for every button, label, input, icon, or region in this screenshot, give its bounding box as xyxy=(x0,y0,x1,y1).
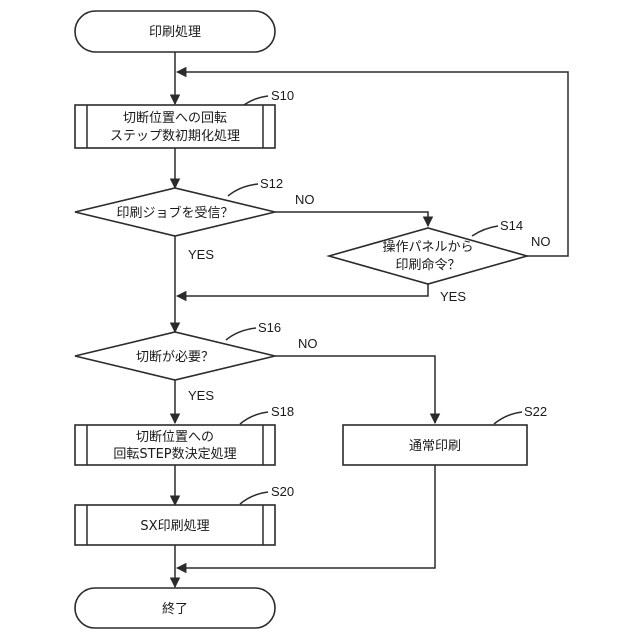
edge-label-s14-no: NO xyxy=(531,234,551,249)
leader-s12 xyxy=(228,184,258,196)
s10-label-line1: 切断位置への回転 xyxy=(123,111,227,126)
start-terminator: 印刷処理 xyxy=(75,11,275,52)
decision-s16: 切断が必要？ xyxy=(75,332,275,380)
edge-label-s14-yes: YES xyxy=(440,289,466,304)
step-label-s16: S16 xyxy=(258,320,281,335)
step-label-s10: S10 xyxy=(271,88,294,103)
leader-s16 xyxy=(226,328,256,340)
s16-label: 切断が必要？ xyxy=(136,350,214,365)
start-label: 印刷処理 xyxy=(149,25,201,40)
decision-s12: 印刷ジョブを受信？ xyxy=(75,188,275,236)
s14-label-line2: 印刷命令？ xyxy=(395,257,460,273)
s14-shape xyxy=(329,228,527,284)
s20-label: SX印刷処理 xyxy=(140,519,209,534)
end-terminator: 終了 xyxy=(75,588,275,628)
s12-label: 印刷ジョブを受信？ xyxy=(116,205,233,221)
end-label: 終了 xyxy=(162,601,188,617)
leader-s22 xyxy=(494,412,522,424)
process-s10: 切断位置への回転 ステップ数初期化処理 xyxy=(75,105,275,148)
step-label-s20: S20 xyxy=(271,484,294,499)
step-label-s12: S12 xyxy=(260,176,283,191)
edge-s12-no-to-s14 xyxy=(275,212,428,226)
leader-s20 xyxy=(240,492,268,504)
s10-label-line2: ステップ数初期化処理 xyxy=(110,129,240,144)
process-s22: 通常印刷 xyxy=(343,425,527,465)
step-label-s14: S14 xyxy=(500,218,523,233)
s18-label-line1: 切断位置への xyxy=(136,430,214,445)
edge-labels: NO YES NO YES NO YES xyxy=(188,192,551,403)
process-s20: SX印刷処理 xyxy=(75,505,275,545)
leader-s14 xyxy=(472,226,498,236)
step-label-s18: S18 xyxy=(271,404,294,419)
edge-label-s12-yes: YES xyxy=(188,247,214,262)
decision-s14: 操作パネルから 印刷命令？ xyxy=(329,228,527,284)
edge-label-s16-yes: YES xyxy=(188,388,214,403)
s14-label-line1: 操作パネルから xyxy=(382,239,473,255)
leader-s18 xyxy=(240,412,268,424)
step-label-s22: S22 xyxy=(524,404,547,419)
s22-label: 通常印刷 xyxy=(409,439,461,454)
edge-s14-yes-merge xyxy=(177,284,428,296)
process-s18: 切断位置への 回転STEP数決定処理 xyxy=(75,425,275,465)
s18-label-line2: 回転STEP数決定処理 xyxy=(113,447,236,462)
edge-label-s16-no: NO xyxy=(298,336,318,351)
edge-label-s12-no: NO xyxy=(295,192,315,207)
edge-s16-no-to-s22 xyxy=(275,356,435,423)
